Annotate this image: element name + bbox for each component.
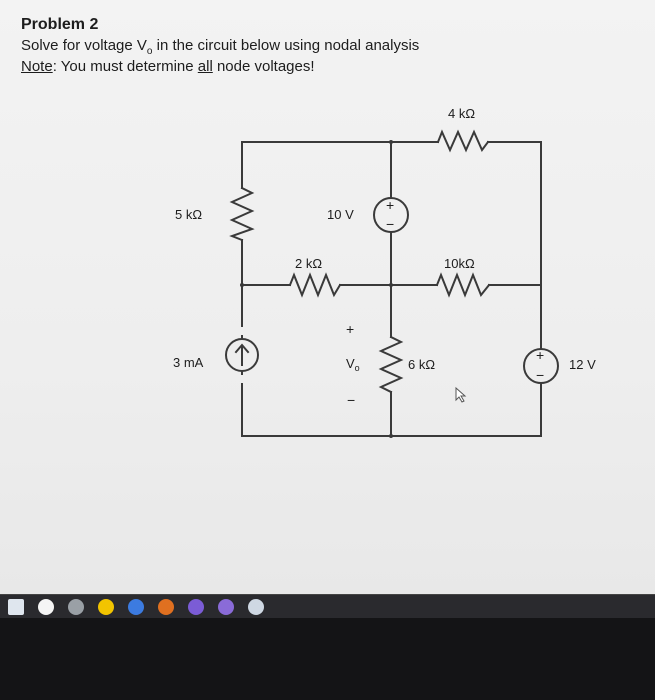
label-2k: 2 kΩ bbox=[295, 256, 322, 271]
node-bottom bbox=[389, 434, 393, 438]
label-3ma: 3 mA bbox=[173, 355, 204, 370]
vo-plus: + bbox=[346, 321, 354, 337]
resistor-5k-zigzag bbox=[229, 186, 255, 242]
label-10v: 10 V bbox=[327, 207, 354, 222]
search-icon[interactable] bbox=[38, 598, 54, 615]
vo-minus: − bbox=[347, 392, 355, 408]
files-icon[interactable] bbox=[68, 598, 84, 615]
voltage-source-10v bbox=[373, 197, 409, 233]
src10-plus: + bbox=[386, 197, 394, 213]
node-top-mid bbox=[389, 140, 393, 144]
edge-icon[interactable] bbox=[98, 598, 114, 615]
current-arrow bbox=[234, 343, 250, 366]
problem-title: Problem 2 bbox=[21, 16, 99, 33]
photos-icon[interactable] bbox=[188, 598, 204, 615]
app-icon[interactable] bbox=[248, 598, 264, 615]
settings-icon[interactable] bbox=[218, 598, 234, 615]
cursor-icon bbox=[455, 386, 467, 403]
windows-icon[interactable] bbox=[8, 598, 24, 615]
label-10k: 10kΩ bbox=[444, 256, 475, 271]
resistor-10k-zigzag bbox=[435, 272, 491, 298]
resistor-4k-zigzag bbox=[436, 129, 490, 153]
chrome-icon[interactable] bbox=[128, 598, 144, 615]
label-6k: 6 kΩ bbox=[408, 357, 435, 372]
label-4k: 4 kΩ bbox=[448, 106, 475, 121]
src12-plus: + bbox=[536, 347, 544, 363]
problem-note: Note: You must determine all node voltag… bbox=[21, 58, 315, 75]
store-icon[interactable] bbox=[158, 598, 174, 615]
circuit-diagram: 4 kΩ 5 kΩ 10 V + − 2 kΩ 10kΩ 3 mA + Vo −… bbox=[173, 106, 596, 438]
resistor-6k-zigzag bbox=[378, 335, 404, 394]
problem-statement: Solve for voltage Vo in the circuit belo… bbox=[21, 37, 420, 57]
label-12v: 12 V bbox=[569, 357, 596, 372]
voltage-source-12v bbox=[523, 348, 559, 384]
taskbar bbox=[0, 594, 655, 618]
vo-label: Vo bbox=[346, 356, 360, 373]
laptop-bezel bbox=[0, 618, 655, 700]
label-5k: 5 kΩ bbox=[175, 207, 202, 222]
node-mid bbox=[389, 283, 393, 287]
screen: Problem 2 Solve for voltage Vo in the ci… bbox=[0, 0, 655, 602]
src10-minus: − bbox=[386, 216, 394, 232]
node-left bbox=[240, 283, 244, 287]
resistor-2k-zigzag bbox=[288, 272, 342, 298]
src12-minus: − bbox=[536, 367, 544, 383]
